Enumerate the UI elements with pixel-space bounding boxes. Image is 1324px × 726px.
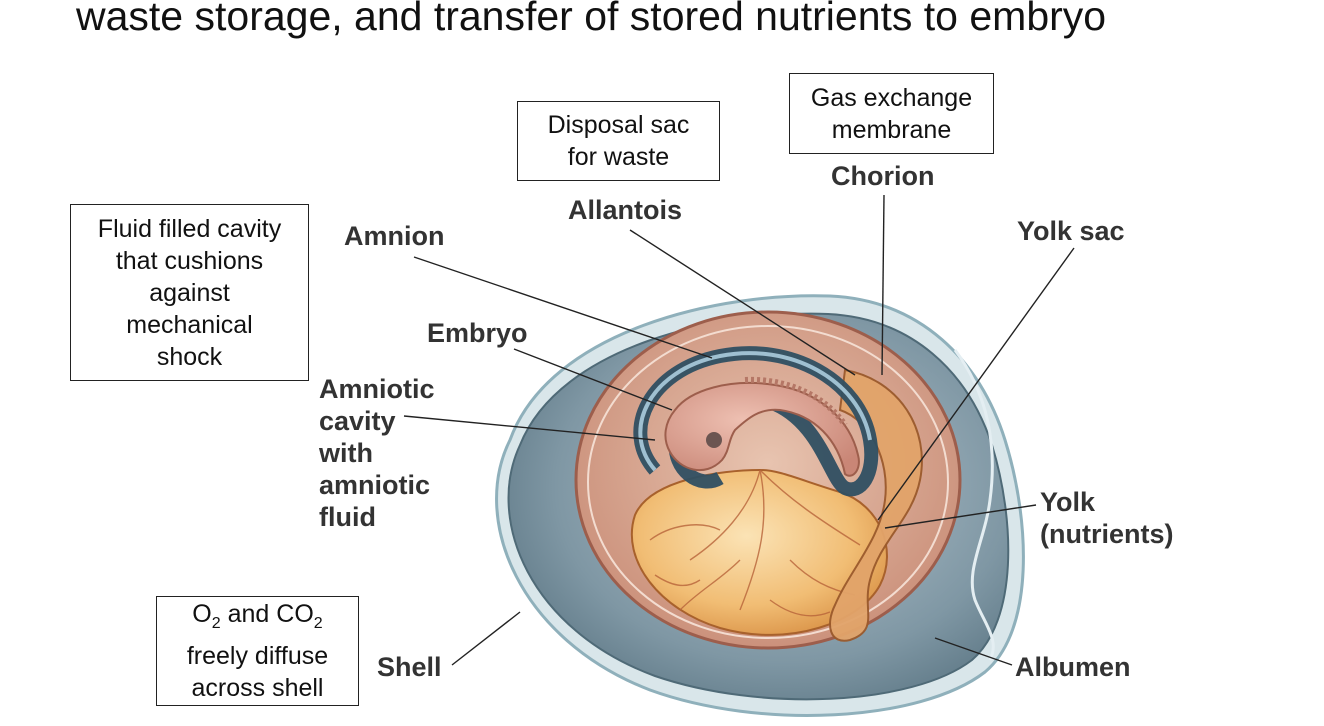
gas-line-2: membrane [831,115,952,144]
yolk-line-2: (nutrients) [1040,519,1174,549]
diffuse-line-2: freely diffuse [186,642,329,670]
co2-subscript: 2 [313,615,323,632]
o2-subscript: 2 [211,615,221,632]
albumen-label: Albumen [1015,652,1131,682]
yolk-sac-label: Yolk sac [1017,216,1125,246]
gas-line-1: Gas exchange [810,83,973,112]
fluid-line-5: shock [156,342,223,371]
amniotic-cavity-label: Amniotic cavity with amniotic fluid [319,373,435,533]
disposal-callout-box: Disposal sac for waste [517,101,720,181]
amniotic-line-4: amniotic [319,470,431,500]
gas-exchange-callout-box: Gas exchange membrane [789,73,994,154]
co2-text: and CO [220,600,314,628]
chorion-label: Chorion [831,161,935,191]
leader-lines [403,194,1075,666]
amniotic-line-2: cavity [319,406,396,436]
fluid-line-1: Fluid filled cavity [97,214,282,243]
amniotic-line-3: with [319,438,373,468]
fluid-line-3: against [149,278,230,307]
shell-label: Shell [377,652,442,682]
allantois-label: Allantois [568,195,683,225]
allantois-sac [829,368,923,642]
diffuse-line-3: across shell [191,674,324,702]
yolk-label: Yolk (nutrients) [1040,486,1173,550]
fluid-cavity-callout-box: Fluid filled cavity that cushions agains… [70,204,309,381]
disposal-line-2: for waste [567,143,670,171]
amnion-label: Amnion [344,221,445,251]
amniotic-line-1: Amniotic [319,374,435,404]
embryo-label: Embryo [427,318,528,348]
fluid-line-2: that cushions [115,246,264,275]
diffuse-line-1: O2 and CO2 [187,598,328,640]
amniotic-line-5: fluid [319,502,376,532]
slide-title: waste storage, and transfer of stored nu… [76,0,1107,39]
o2-text: O [192,600,212,628]
fluid-line-4: mechanical [126,310,253,339]
yolk-veins [649,469,861,617]
gas-diffusion-callout-box: O2 and CO2 freely diffuse across shell [156,596,359,706]
yolk-line-1: Yolk [1040,487,1096,517]
embryo-eye [706,432,722,448]
disposal-line-1: Disposal sac [547,111,690,139]
